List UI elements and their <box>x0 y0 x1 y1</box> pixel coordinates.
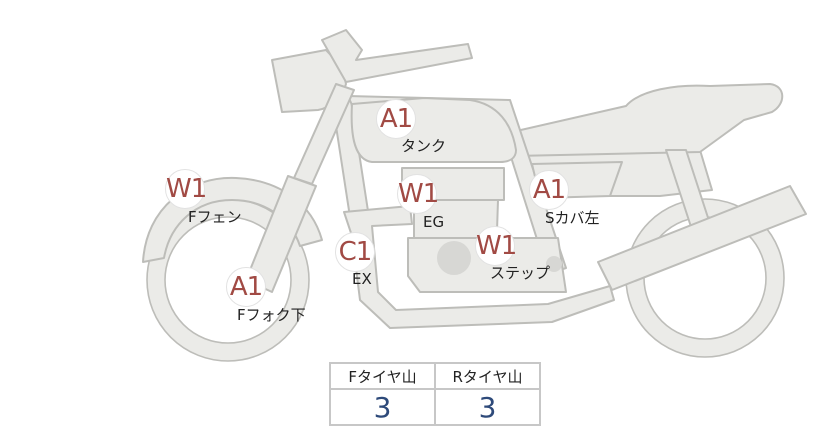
handlebar <box>321 29 473 83</box>
seat <box>511 83 784 157</box>
tank-label: タンク <box>401 137 447 155</box>
exhaust-label: EX <box>352 270 372 288</box>
front-fork-label: Fフォク下 <box>237 306 306 324</box>
tank-grade-marker: A1 <box>376 99 416 139</box>
engine-label: EG <box>423 213 445 231</box>
front-fork-lower <box>245 175 317 293</box>
step-label: ステップ <box>490 264 551 282</box>
front-fork-grade-marker: A1 <box>226 267 266 307</box>
front-fender-grade-marker: W1 <box>165 169 207 209</box>
engine-grade-marker: W1 <box>397 174 439 214</box>
side-cover-label: Sカバ左 <box>545 209 600 227</box>
front-fender-label: Fフェン <box>188 208 242 226</box>
tire-table-value-row: 3 3 <box>329 388 541 426</box>
tire-tread-table: Fタイヤ山 Rタイヤ山 3 3 <box>329 362 541 426</box>
tire-table-header-row: Fタイヤ山 Rタイヤ山 <box>329 362 541 390</box>
front-tire-value: 3 <box>329 388 436 426</box>
side-cover-grade-marker: A1 <box>529 170 569 210</box>
muffler <box>597 185 807 291</box>
rear-tire-header: Rタイヤ山 <box>434 362 541 390</box>
exhaust-pipe <box>343 205 615 329</box>
front-tire-header: Fタイヤ山 <box>329 362 436 390</box>
exhaust-grade-marker: C1 <box>335 232 375 272</box>
rear-tire-value: 3 <box>434 388 541 426</box>
step-grade-marker: W1 <box>475 226 517 266</box>
